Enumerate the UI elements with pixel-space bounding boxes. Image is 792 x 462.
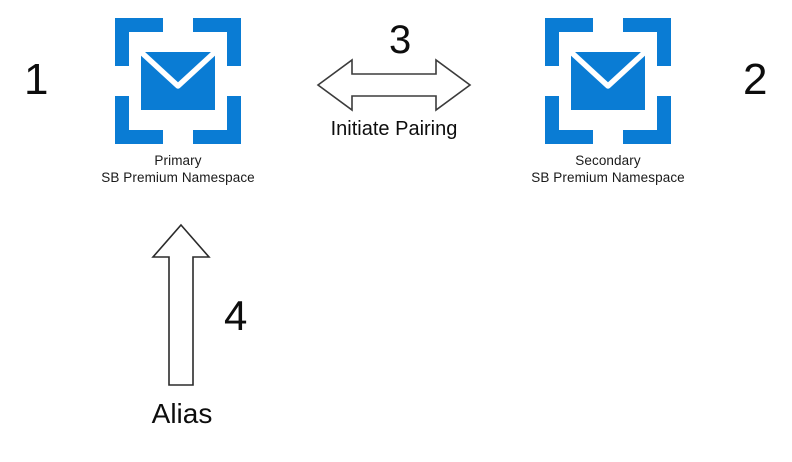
node-primary-caption-line2: SB Premium Namespace [101, 170, 255, 185]
pairing-connector-label: Initiate Pairing [330, 118, 458, 140]
step-number-4: 4 [224, 292, 248, 339]
node-primary-caption-line1: Primary [154, 153, 202, 168]
step-number-3: 3 [389, 18, 412, 62]
alias-connector [150, 222, 212, 388]
node-primary-namespace: Primary SB Premium Namespace [48, 18, 308, 186]
node-secondary-namespace: Secondary SB Premium Namespace [478, 18, 738, 186]
node-secondary-caption-line2: SB Premium Namespace [531, 170, 685, 185]
step-number-2: 2 [743, 55, 768, 104]
up-arrow-icon [151, 223, 211, 386]
node-secondary-caption-line1: Secondary [575, 153, 641, 168]
step-number-1: 1 [24, 55, 49, 104]
double-headed-arrow-icon [316, 58, 472, 112]
node-primary-caption: Primary SB Premium Namespace [48, 152, 308, 186]
node-secondary-caption: Secondary SB Premium Namespace [478, 152, 738, 186]
namespace-envelope-icon [545, 18, 671, 144]
namespace-envelope-icon [115, 18, 241, 144]
pairing-connector [314, 56, 474, 114]
alias-connector-label: Alias [151, 398, 213, 429]
